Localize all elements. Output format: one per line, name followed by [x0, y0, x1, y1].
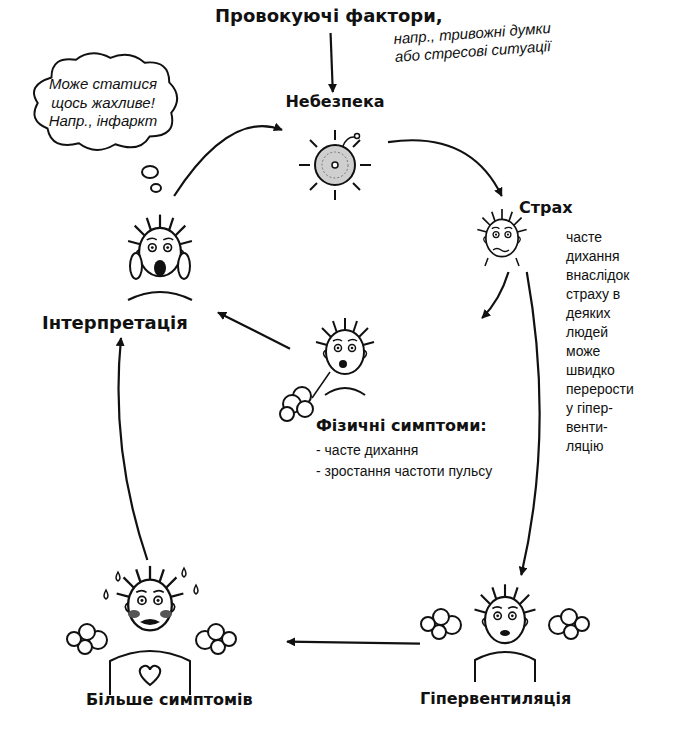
breathing-figure	[280, 318, 374, 421]
stage-label: Провокуючі фактори,	[215, 5, 445, 27]
stage-label: Небезпека	[282, 92, 388, 111]
cycle-arrow	[174, 126, 282, 196]
stage-note: - зростання частоти пульсу	[316, 463, 504, 480]
stage-label: Страх	[519, 198, 571, 217]
stage-note: - часте дихання	[316, 442, 504, 459]
symptoms-node: Фізичні симптоми: - часте дихання - зроста…	[290, 318, 505, 488]
cycle-arrow	[218, 312, 290, 348]
fear-node: Страх	[475, 196, 565, 272]
fearful-figure	[477, 209, 526, 266]
hyperventilating-figure	[421, 584, 589, 682]
edge-note: часте дихання внаслідок страху в деяких …	[566, 228, 644, 456]
panicked-figure	[128, 215, 192, 300]
danger-sun	[299, 130, 371, 200]
cycle-arrow	[521, 272, 539, 575]
trigger-node: Провокуючі фактори,напр., тривожні думки…	[215, 3, 445, 33]
hyperventilation-node: Гіпервентиляція	[420, 575, 590, 715]
stage-label: Інтерпретація	[42, 312, 218, 334]
danger-node: Небезпека	[282, 92, 388, 208]
sweating-figure	[67, 566, 236, 695]
cycle-arrow	[482, 272, 508, 318]
more-symptoms-node: Більше симптомів	[62, 560, 287, 720]
thought-cloud: Може статися щось жахливе! Напр., інфарк…	[22, 48, 184, 158]
cycle-arrow	[119, 338, 148, 560]
cycle-arrow	[331, 33, 333, 92]
stage-label: Гіпервентиляція	[420, 689, 590, 708]
cycle-arrow	[388, 140, 502, 196]
stage-label: Більше симптомів	[86, 690, 286, 709]
thought-bubbles	[142, 166, 161, 192]
cycle-arrow	[287, 642, 420, 644]
stage-label: Фізичні симптоми:	[316, 416, 504, 435]
thought-text: Може статися щось жахливе! Напр., інфарк…	[42, 75, 164, 131]
cloud-shape	[34, 53, 177, 150]
interpretation-node: Інтерпретація	[38, 196, 218, 338]
